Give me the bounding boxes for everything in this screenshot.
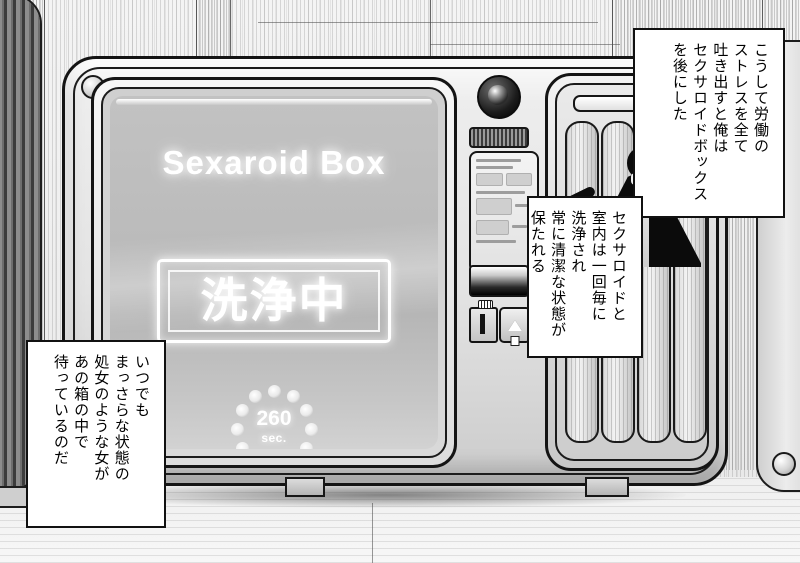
speaker-grille-icon <box>469 127 529 148</box>
camera-lens-knob-icon[interactable] <box>477 75 521 119</box>
balloon-column: 吐き出すと俺は <box>711 42 730 154</box>
machine-title: Sexaroid Box <box>162 144 386 181</box>
narration-bottom-left: いつでも まっさらな状態の 処女のような女が あの箱の中で 待っているのだ <box>26 340 166 528</box>
arrow-up-icon <box>508 319 522 346</box>
timer-unit: sec. <box>261 431 287 445</box>
lcd-line <box>476 240 517 243</box>
lcd-block-row <box>476 220 532 240</box>
status-display-frame: 洗浄中 <box>157 259 391 343</box>
machine-leg-right <box>585 477 629 497</box>
balloon-column: 保たれる <box>528 210 547 274</box>
lcd-line <box>476 191 526 194</box>
timer-dot <box>236 442 249 449</box>
coin-icon <box>478 300 493 309</box>
balloon-column: いつでも <box>133 354 151 418</box>
status-display-inner: 洗浄中 <box>168 270 380 332</box>
timer-dot <box>268 385 281 398</box>
wall-line-2 <box>430 44 620 45</box>
machine-leg-left <box>285 477 325 497</box>
balloon-column: ストレスを全て <box>731 42 750 154</box>
balloon-column: 室内は一回毎に <box>589 210 608 322</box>
balloon-column: こうして労働の <box>752 42 770 154</box>
coin-slot-mouth <box>480 314 485 334</box>
lcd-block <box>476 220 509 235</box>
timer-dot <box>300 442 313 449</box>
lcd-line <box>476 159 521 162</box>
lcd-line <box>515 204 532 207</box>
lcd-block <box>476 198 513 215</box>
lcd-line <box>476 166 513 169</box>
lcd-line <box>511 225 528 228</box>
lcd-block <box>476 173 503 186</box>
screen-top-highlight <box>116 99 432 105</box>
narration-top-right: こうして労働の ストレスを全て 吐き出すと俺は セクサロイドボックス を後にした <box>633 28 785 218</box>
lcd-block-row <box>476 198 532 220</box>
balloon-column: あの箱の中で <box>72 354 91 450</box>
balloon-column: セクサロイドボックス <box>691 42 710 202</box>
balloon-column: まっさらな状態の <box>112 354 131 482</box>
floor-seam <box>372 503 373 563</box>
small-dark-display <box>469 265 529 297</box>
timer-dot <box>287 390 300 403</box>
wall-seam-4 <box>430 0 431 58</box>
balloon-column: 洗浄され <box>569 210 588 274</box>
timer-ring: 260 sec. <box>228 384 320 449</box>
timer-dot <box>305 423 318 436</box>
wall-seam-1 <box>44 0 45 563</box>
timer-dot <box>236 404 249 417</box>
timer-dot <box>231 423 244 436</box>
balloon-column: 処女のような女が <box>92 354 111 482</box>
wall-line-1 <box>258 22 598 23</box>
neighbor-left-foot <box>0 486 28 508</box>
timer-dot <box>249 390 262 403</box>
balloon-column: セクサロイドと <box>610 210 628 322</box>
display-inner-bezel: Sexaroid Box 洗浄中 <box>101 87 447 458</box>
narration-middle-right: セクサロイドと 室内は一回毎に 洗浄され 常に清潔な状態が 保たれる <box>527 196 643 358</box>
neighbor-right-bolt <box>772 452 796 476</box>
arrow-stem <box>510 335 520 346</box>
eject-arrow-button[interactable] <box>499 307 531 346</box>
balloon-column: 常に清潔な状態が <box>549 210 568 338</box>
timer-value: 260 <box>256 407 292 430</box>
balloon-column: を後にした <box>670 42 689 122</box>
coin-slot[interactable] <box>469 300 498 343</box>
lcd-button-row <box>476 173 532 191</box>
control-panel[interactable] <box>463 59 539 463</box>
timer-dot <box>300 404 313 417</box>
lcd-block <box>505 173 532 186</box>
status-text: 洗浄中 <box>200 273 348 329</box>
balloon-column: 待っているのだ <box>51 354 70 466</box>
